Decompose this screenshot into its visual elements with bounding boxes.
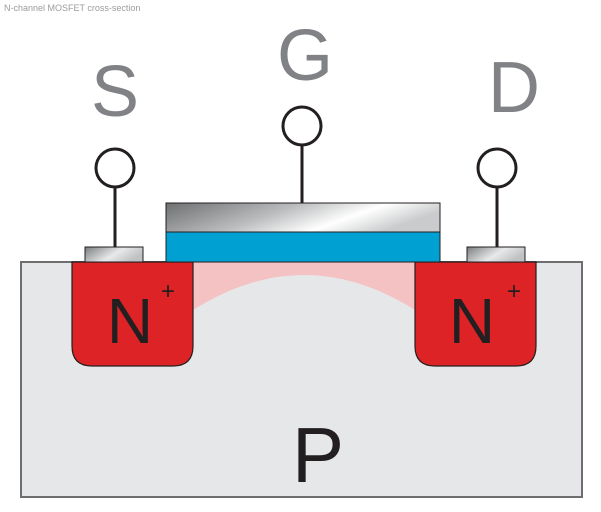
- source-well-superscript: +: [161, 278, 175, 305]
- source-terminal-icon[interactable]: [94, 147, 136, 189]
- source-contact: [84, 246, 144, 263]
- source-n-well: [71, 261, 194, 367]
- gate-metal: [165, 202, 441, 233]
- drain-well-label: N: [449, 285, 495, 357]
- source-label: S: [91, 52, 139, 132]
- gate-label: G: [277, 16, 333, 96]
- inversion-channel: [193, 262, 415, 310]
- diagram-title: N-channel MOSFET cross-section: [4, 3, 141, 13]
- drain-n-well: [414, 261, 537, 367]
- gate-terminal-icon[interactable]: [281, 105, 323, 147]
- drain-label: D: [488, 48, 540, 128]
- drain-well-superscript: +: [507, 278, 521, 305]
- source-well-label: N: [107, 285, 153, 357]
- drain-contact: [466, 246, 526, 263]
- gate-oxide: [165, 231, 441, 263]
- substrate-label: P: [292, 411, 344, 499]
- drain-terminal-icon[interactable]: [476, 147, 518, 189]
